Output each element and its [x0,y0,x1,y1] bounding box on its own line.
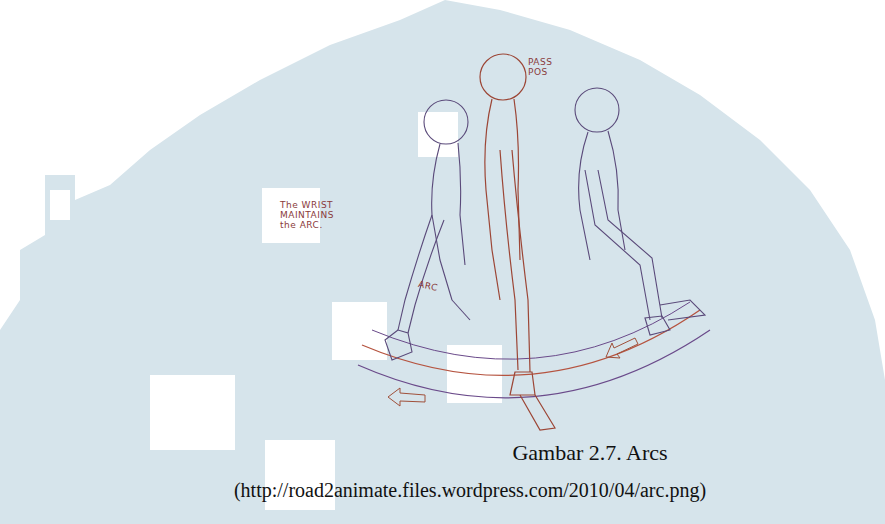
watermark-squares [50,112,502,510]
arc-line [358,330,710,398]
figure-sketch [480,54,555,430]
direction-arrow [606,338,638,358]
source-url: (http://road2animate.files.wordpress.com… [140,478,800,502]
arc-line [362,310,700,375]
direction-arrow [388,388,425,406]
arc-line [372,302,690,359]
pose-note: PASS POS [528,57,556,77]
figure-sketch [575,88,705,335]
wrist-note: The WRIST MAINTAINS the ARC. [280,200,348,230]
figure-sketch [385,100,470,360]
figure-caption: Gambar 2.7. Arcs [390,440,790,466]
